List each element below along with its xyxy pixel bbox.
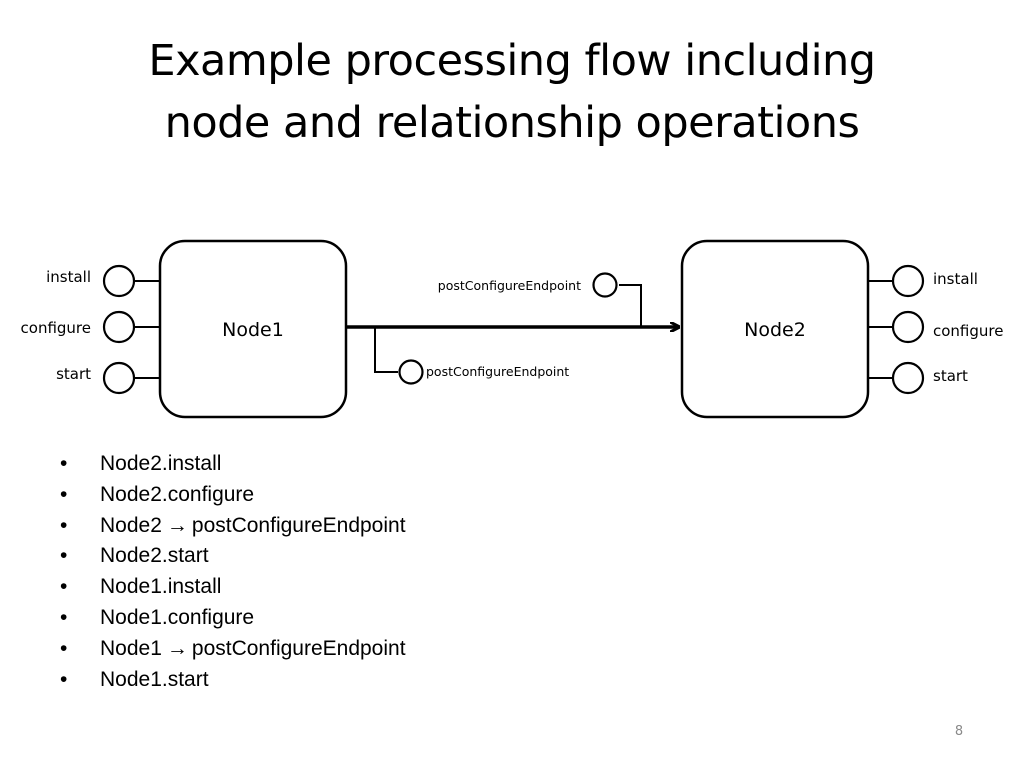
step-item: • Node1.configure	[58, 603, 406, 634]
bullet-icon: •	[60, 575, 68, 599]
bullet-icon: •	[60, 452, 68, 475]
node2-configure-port[interactable]	[891, 310, 925, 344]
step-item: • Node1.install	[58, 572, 406, 603]
target-operation-port[interactable]	[592, 272, 618, 298]
node2-install-label: install	[933, 270, 978, 288]
bullet-icon: •	[60, 544, 68, 568]
node2-start-port[interactable]	[891, 361, 925, 395]
right-arrow-icon: →	[166, 513, 188, 537]
step-text: Node2.start	[100, 544, 209, 568]
bullet-icon: •	[60, 605, 68, 629]
node2-install-port[interactable]	[891, 264, 925, 298]
bullet-icon: •	[60, 482, 68, 506]
step-item: • Node2.install	[58, 449, 406, 480]
processing-steps-list: •Node2.install •Node2.configure •Node2→p…	[58, 449, 406, 695]
step-node: Node1	[100, 636, 162, 660]
step-text: Node2.configure	[100, 482, 255, 506]
node1-start-label: start	[56, 365, 91, 383]
node1-configure-label: configure	[21, 319, 91, 337]
node1-box[interactable]	[158, 239, 348, 419]
node1-start-port[interactable]	[102, 361, 136, 395]
source-operation-connector	[374, 327, 398, 373]
step-item: • Node2.start	[58, 541, 406, 572]
target-operation-label: postConfigureEndpoint	[438, 278, 581, 293]
title-line-2: node and relationship operations	[164, 98, 860, 148]
title-line-1: Example processing flow including	[148, 36, 876, 86]
step-item: • Node1.start	[58, 665, 406, 696]
step-text: Node1.install	[100, 575, 222, 599]
node1-label: Node1	[222, 319, 284, 341]
step-item: • Node1→postConfigureEndpoint	[58, 634, 406, 665]
source-operation-port[interactable]	[398, 359, 424, 385]
target-operation-connector	[619, 284, 642, 327]
node2-operation-connectors	[868, 280, 893, 379]
node1-install-label: install	[46, 268, 91, 286]
node2-configure-label: configure	[933, 322, 1003, 340]
slide-title: Example processing flow including node a…	[0, 30, 1024, 154]
bullet-icon: •	[60, 636, 68, 660]
step-operation: postConfigureEndpoint	[191, 636, 406, 660]
source-operation-label: postConfigureEndpoint	[426, 364, 569, 379]
step-item: • Node2.configure	[58, 480, 406, 511]
step-item: • Node2→postConfigureEndpoint	[58, 511, 406, 542]
node1-operation-connectors	[134, 280, 160, 379]
step-node: Node2	[100, 513, 162, 537]
node1-configure-port[interactable]	[102, 310, 136, 344]
node2-box[interactable]	[680, 239, 870, 419]
node2-start-label: start	[933, 367, 968, 385]
bullet-icon: •	[60, 667, 68, 691]
step-text: Node1.configure	[100, 605, 255, 629]
step-text: Node1.start	[100, 667, 209, 691]
step-operation: postConfigureEndpoint	[191, 513, 406, 537]
node1-install-port[interactable]	[102, 264, 136, 298]
step-text: Node2.install	[100, 452, 222, 475]
right-arrow-icon: →	[166, 636, 188, 660]
node2-label: Node2	[744, 319, 806, 341]
bullet-icon: •	[60, 513, 68, 537]
page-number: 8	[954, 724, 964, 739]
